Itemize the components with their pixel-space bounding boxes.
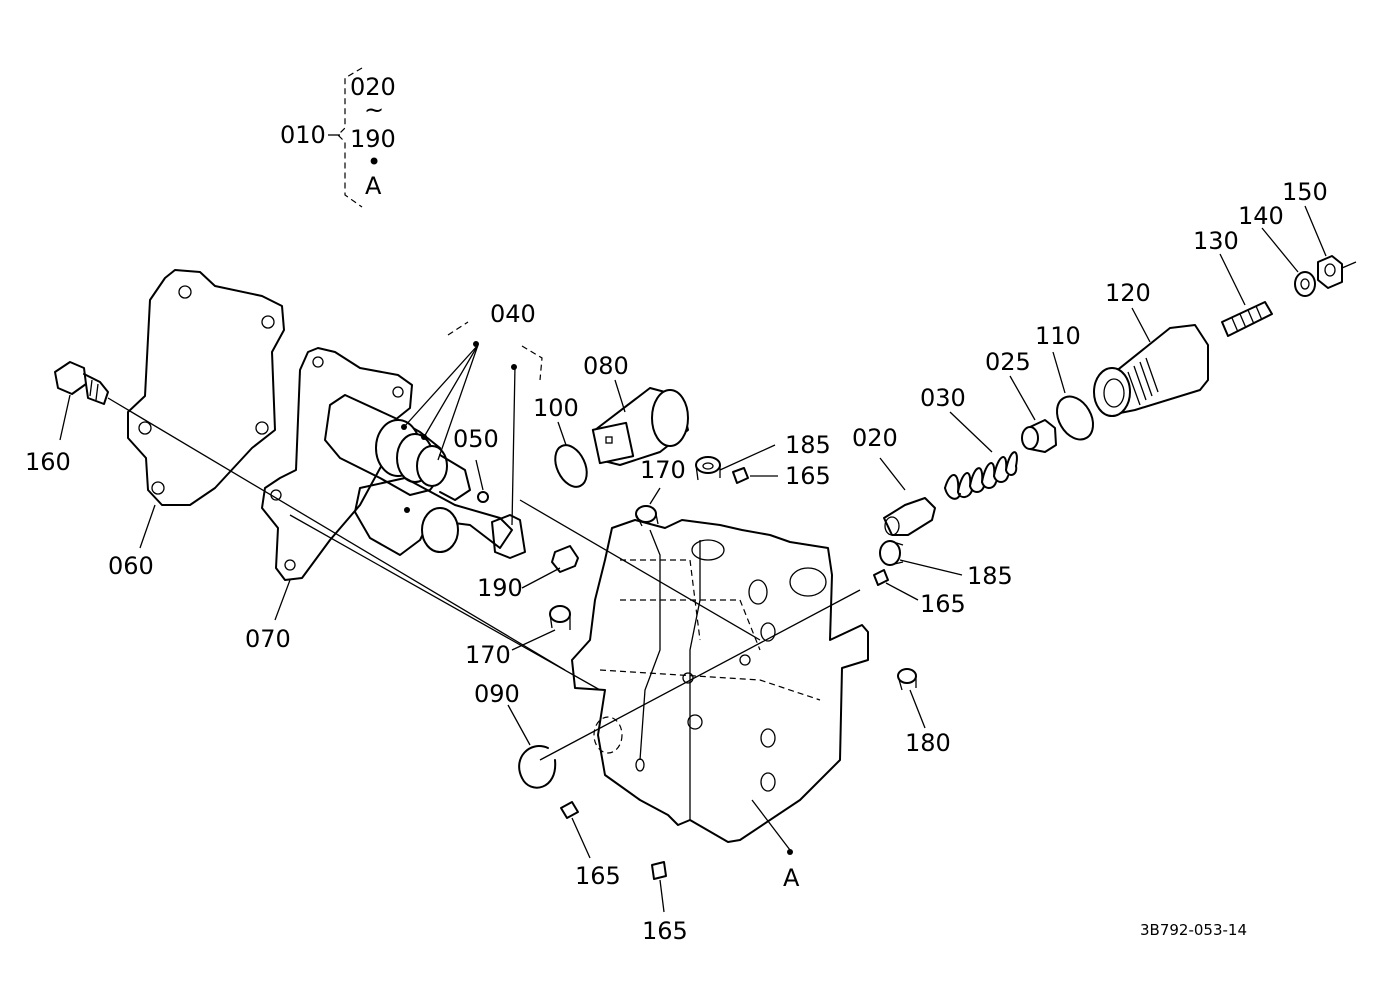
- label-170-upper: 170: [640, 456, 686, 484]
- part-150-nut: [1317, 255, 1343, 289]
- part-165-plug-lower-left: [560, 801, 579, 819]
- part-valve-body-A: [571, 519, 869, 855]
- part-050-ring: [477, 491, 489, 503]
- label-130: 130: [1193, 227, 1239, 255]
- label-080: 080: [583, 352, 629, 380]
- label-090: 090: [474, 680, 520, 708]
- assembly-axis-lines: [107, 397, 861, 761]
- part-070-gasket: [261, 347, 413, 581]
- part-100-oring: [554, 444, 588, 488]
- part-020-spool: [883, 497, 936, 536]
- bracket-dot: •: [367, 148, 381, 176]
- label-070: 070: [245, 625, 291, 653]
- part-060-gasket: [127, 269, 285, 506]
- label-020: 020: [852, 424, 898, 452]
- label-025: 025: [985, 348, 1031, 376]
- part-180-plug: [897, 668, 917, 691]
- label-A: A: [783, 864, 800, 892]
- label-bracket-190: 190: [350, 125, 396, 153]
- label-100: 100: [533, 394, 579, 422]
- label-030: 030: [920, 384, 966, 412]
- label-110: 110: [1035, 322, 1081, 350]
- part-110-oring: [1055, 395, 1095, 441]
- label-165-bottom: 165: [642, 917, 688, 945]
- part-165-plug-upper: [732, 467, 749, 484]
- bracket-tilde: ~: [364, 96, 384, 124]
- label-010: 010: [280, 121, 326, 149]
- part-080-connector: [591, 387, 689, 466]
- part-030-spring: [944, 451, 1018, 500]
- part-170-plug-lower: [549, 605, 571, 630]
- diagram-code: 3B792-053-14: [1140, 921, 1247, 939]
- part-090-snapring: [518, 745, 557, 789]
- part-185-plug-right: [879, 540, 904, 566]
- part-160-bolt: [54, 361, 109, 405]
- label-165-right: 165: [920, 590, 966, 618]
- label-bracket-A: A: [365, 172, 382, 200]
- label-185-right: 185: [967, 562, 1013, 590]
- label-050: 050: [453, 425, 499, 453]
- label-170-lower: 170: [465, 641, 511, 669]
- label-120: 120: [1105, 279, 1151, 307]
- part-140-washer: [1294, 271, 1316, 297]
- part-190-plug: [551, 545, 579, 573]
- label-040: 040: [490, 300, 536, 328]
- label-165-lower-left: 165: [575, 862, 621, 890]
- label-165-upper: 165: [785, 462, 831, 490]
- part-165-plug-bottom: [651, 861, 667, 880]
- part-040-solenoid: [324, 321, 543, 559]
- label-060: 060: [108, 552, 154, 580]
- part-025-retainer: [1021, 419, 1057, 453]
- label-150: 150: [1282, 178, 1328, 206]
- label-140: 140: [1238, 202, 1284, 230]
- label-190: 190: [477, 574, 523, 602]
- assembly-bracket: 010 020 ~ 190 • A: [280, 67, 396, 208]
- part-120-sleeve: [1093, 324, 1209, 417]
- part-165-plug-right: [873, 569, 889, 586]
- part-130-screw: [1221, 301, 1273, 337]
- label-180: 180: [905, 729, 951, 757]
- part-185-plug-upper: [695, 456, 721, 481]
- label-185-upper: 185: [785, 431, 831, 459]
- label-bracket-020: 020: [350, 73, 396, 101]
- label-160: 160: [25, 448, 71, 476]
